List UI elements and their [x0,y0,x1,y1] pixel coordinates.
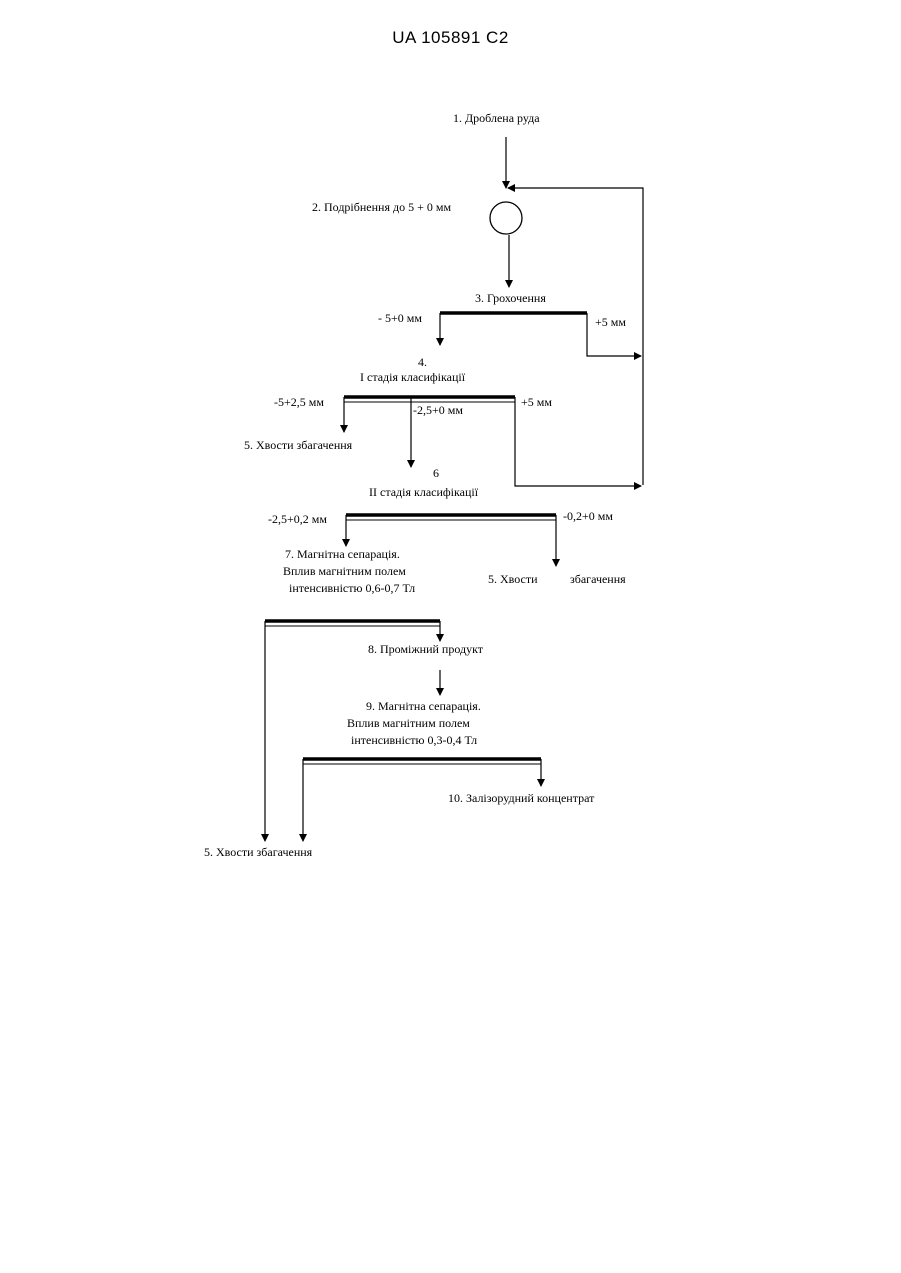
node-magnetic-separation-1-line3: інтенсивністю 0,6-0,7 Тл [289,581,415,595]
node-iron-ore-concentrate: 10. Залізорудний концентрат [448,791,595,805]
node-grinding: 2. Подрібнення до 5 + 0 мм [312,200,451,214]
label-screen-undersize: - 5+0 мм [378,311,422,325]
label-class1-coarse: -5+2,5 мм [274,395,324,409]
node-middlings: 8. Проміжний продукт [368,642,484,656]
label-class1-fine: -2,5+0 мм [413,403,463,417]
node-magnetic-separation-1-line2: Вплив магнітним полем [283,564,406,578]
label-screen-oversize: +5 мм [595,315,626,329]
arrow-class1-oversize [515,397,641,486]
label-class2-fine: -0,2+0 мм [563,509,613,523]
mill-symbol [490,202,522,234]
node-magnetic-separation-2-line3: інтенсивністю 0,3-0,4 Тл [351,733,477,747]
label-class1-oversize: +5 мм [521,395,552,409]
node-tailings-1: 5. Хвости збагачення [244,438,353,452]
node-magnetic-separation-2-title: 9. Магнітна сепарація. [366,699,481,713]
node-classification-2-number: 6 [433,466,439,480]
node-tailings-2-part1: 5. Хвости [488,572,538,586]
node-magnetic-separation-2-line2: Вплив магнітним полем [347,716,470,730]
node-classification-1: I стадія класифікації [360,370,466,384]
label-class2-coarse: -2,5+0,2 мм [268,512,327,526]
node-classification-2: II стадія класифікації [369,485,479,499]
node-magnetic-separation-1-title: 7. Магнітна сепарація. [285,547,400,561]
recycle-line [508,188,643,485]
node-crushed-ore: 1. Дроблена руда [453,111,540,125]
node-screening: 3. Грохочення [475,291,546,305]
node-classification-1-number: 4. [418,355,427,369]
node-tailings-3: 5. Хвости збагачення [204,845,313,859]
node-tailings-2-part2: збагачення [570,572,626,586]
